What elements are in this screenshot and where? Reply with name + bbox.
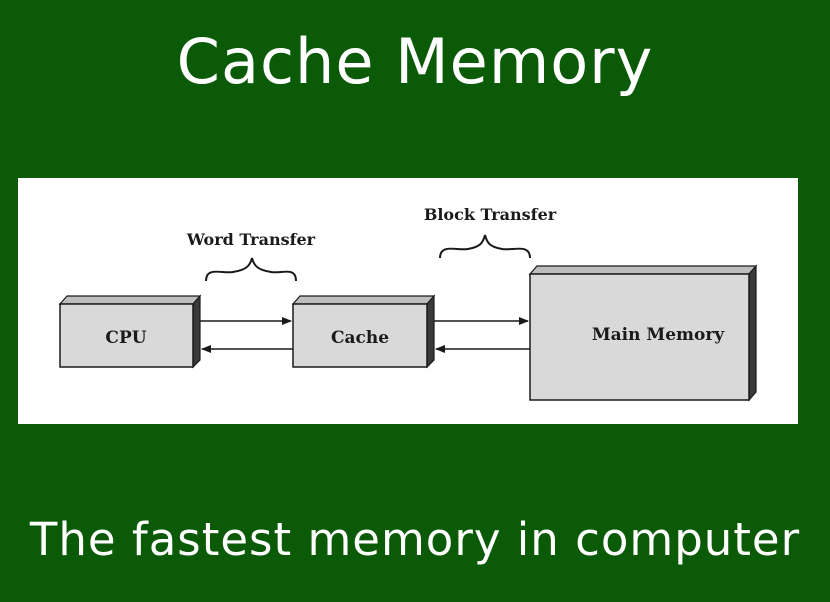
cpu-label: CPU xyxy=(105,328,146,348)
block-transfer-brace xyxy=(439,234,531,259)
word-transfer-label: Word Transfer xyxy=(186,230,316,249)
main-memory-label: Main Memory xyxy=(592,325,725,345)
cache-diagram: CPU Cache Main Memory Word Transfer Bloc… xyxy=(58,205,758,402)
cache-label: Cache xyxy=(331,328,389,348)
cpu-box: CPU xyxy=(58,294,202,369)
word-transfer-brace xyxy=(205,257,297,282)
diagram-panel: CPU Cache Main Memory Word Transfer Bloc… xyxy=(18,178,798,424)
page-title: Cache Memory xyxy=(176,25,654,98)
main-memory-box: Main Memory xyxy=(528,264,758,402)
page-subtitle: The fastest memory in computer xyxy=(29,513,801,566)
cache-box: Cache xyxy=(291,294,436,369)
block-transfer-label: Block Transfer xyxy=(424,205,557,224)
